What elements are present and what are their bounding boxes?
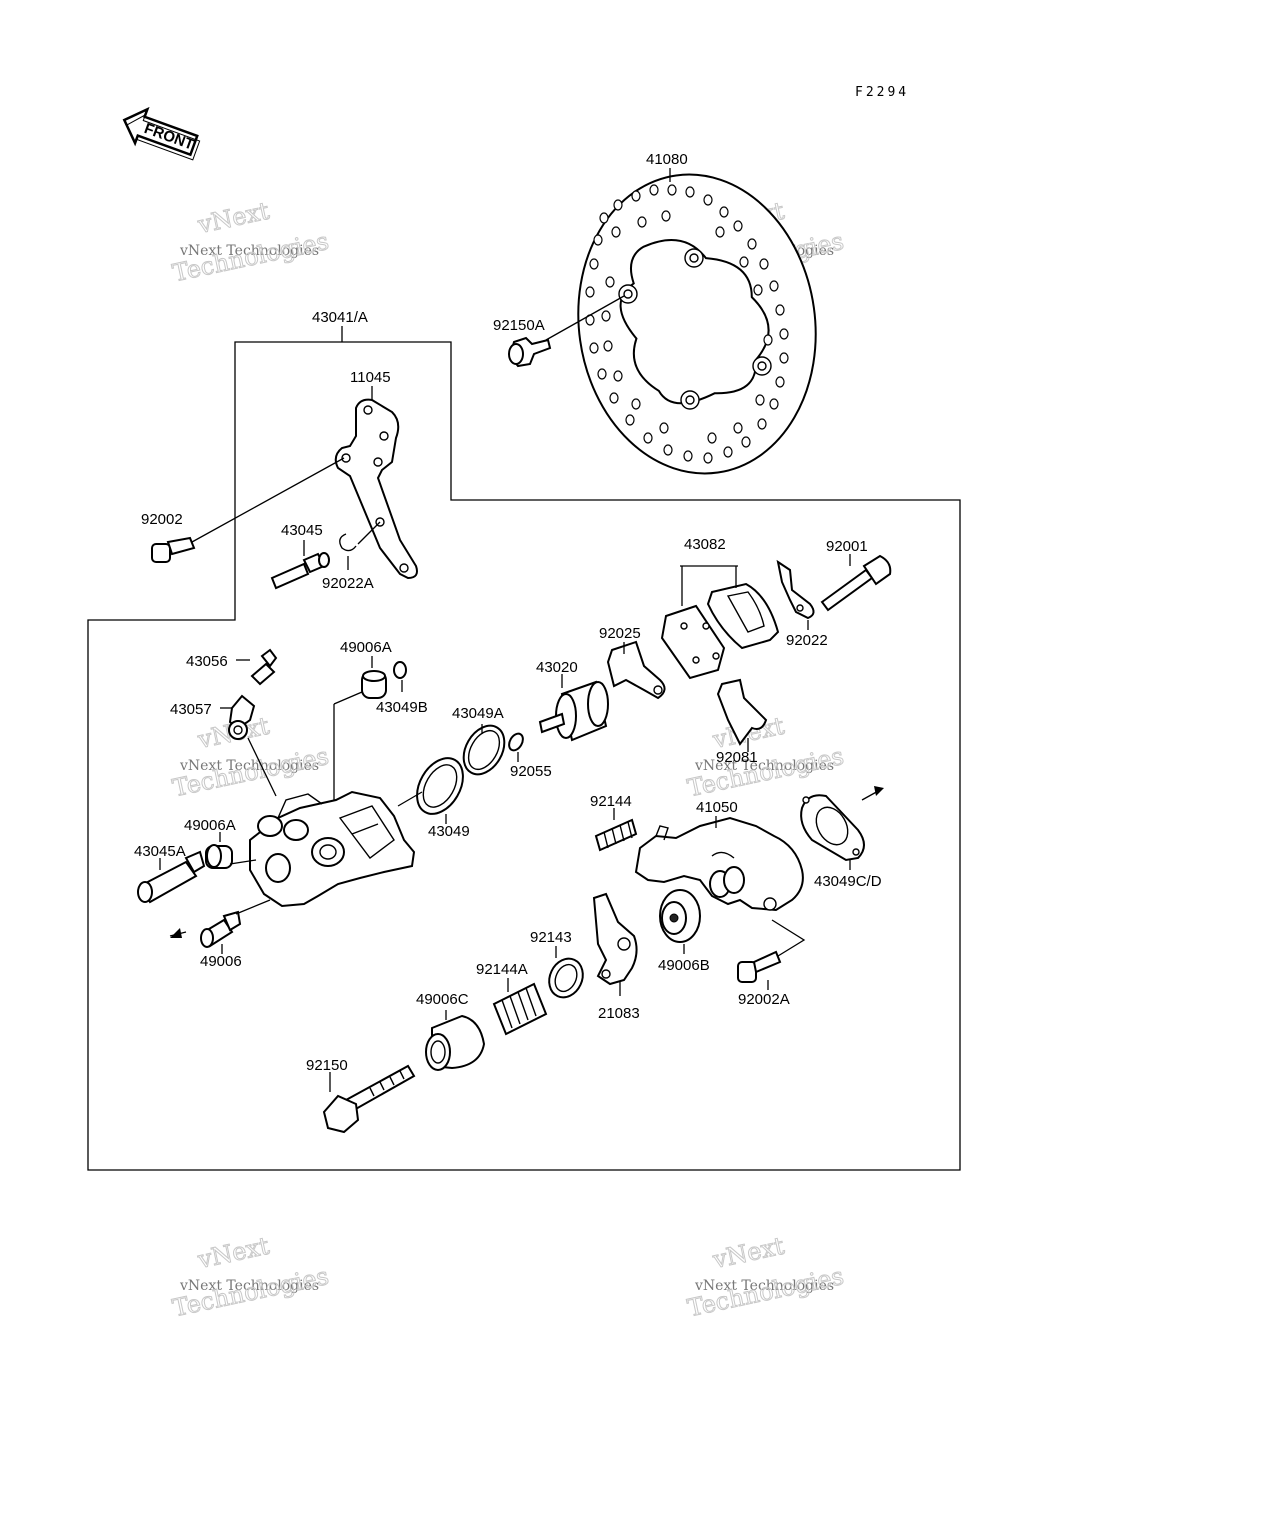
brake-pad-outer xyxy=(706,582,780,650)
svg-text:vNext Technologies: vNext Technologies xyxy=(179,1278,319,1294)
brake-disc xyxy=(577,173,817,475)
svg-text:vNext Technologies: vNext Technologies xyxy=(179,758,319,774)
part-label-92150: 92150 xyxy=(306,1057,348,1074)
svg-text:Technologies: Technologies xyxy=(685,1262,846,1322)
brake-lever xyxy=(592,892,638,986)
part-label-41080: 41080 xyxy=(646,151,688,168)
part-label-92055: 92055 xyxy=(510,763,552,780)
bracket-bolt xyxy=(151,536,196,563)
svg-text:vNext: vNext xyxy=(195,1232,273,1275)
pad-shim xyxy=(606,640,666,700)
part-label-43049: 43049 xyxy=(428,823,470,840)
svg-text:Technologies: Technologies xyxy=(685,742,846,802)
bleeder-fitting xyxy=(200,910,242,948)
pad-spring-plate xyxy=(716,678,768,746)
slide-pin-lower xyxy=(137,850,206,904)
small-ring xyxy=(508,732,524,752)
part-label-11045: 11045 xyxy=(350,369,391,386)
part-label-49006A-top: 49006A xyxy=(340,639,392,656)
part-label-92143: 92143 xyxy=(530,929,572,946)
pad-spring xyxy=(776,559,815,620)
part-label-43020: 43020 xyxy=(536,659,578,676)
part-label-92144: 92144 xyxy=(590,793,632,810)
front-arrow-icon: FRONT xyxy=(122,106,201,161)
dust-boot-upper xyxy=(361,670,387,699)
part-label-43057: 43057 xyxy=(170,701,212,718)
bushing xyxy=(659,889,701,943)
svg-text:Technologies: Technologies xyxy=(170,1262,331,1322)
retaining-clip xyxy=(339,533,357,552)
gasket xyxy=(800,794,865,862)
part-label-49006C: 49006C xyxy=(416,991,469,1008)
part-label-92150A: 92150A xyxy=(493,317,545,334)
part-label-92001: 92001 xyxy=(826,538,868,555)
part-label-43056: 43056 xyxy=(186,653,228,670)
watermark: vNext vNext Technologies Technologies xyxy=(170,196,332,288)
part-label-92022: 92022 xyxy=(786,632,828,649)
large-spring xyxy=(492,982,548,1036)
part-label-43045A: 43045A xyxy=(134,843,186,860)
piston-seal xyxy=(462,724,506,776)
part-label-49006B: 49006B xyxy=(658,957,710,974)
disc-bolt xyxy=(508,336,552,368)
svg-text:Technologies: Technologies xyxy=(170,227,331,287)
part-label-43045: 43045 xyxy=(281,522,323,539)
spring-seat xyxy=(548,957,584,999)
pad-pin-bolt xyxy=(820,554,892,612)
part-label-43049CD: 43049C/D xyxy=(814,873,882,890)
svg-text:vNext: vNext xyxy=(195,197,273,240)
part-label-49006: 49006 xyxy=(200,953,242,970)
svg-text:vNext Technologies: vNext Technologies xyxy=(694,1278,834,1294)
watermark: vNext vNext Technologies Technologies xyxy=(170,1231,332,1323)
dust-boot-lower xyxy=(205,844,233,869)
brake-pad-inner xyxy=(660,604,726,680)
part-label-92022A: 92022A xyxy=(322,575,374,592)
part-label-92002A: 92002A xyxy=(738,991,790,1008)
small-o-ring xyxy=(393,661,407,679)
caliper-piston xyxy=(538,680,609,742)
watermark: vNext vNext Technologies Technologies xyxy=(685,1231,847,1323)
slide-pin xyxy=(270,552,330,590)
part-label-43049A: 43049A xyxy=(452,705,504,722)
part-label-41050: 41050 xyxy=(696,799,738,816)
assembly-frame xyxy=(87,341,961,1171)
parking-brake-body xyxy=(634,816,804,912)
housing-bolt xyxy=(737,950,782,983)
adjuster-bolt xyxy=(322,1064,416,1134)
small-spring xyxy=(594,818,638,852)
part-label-21083: 21083 xyxy=(598,1005,640,1022)
part-label-92144A: 92144A xyxy=(476,961,528,978)
part-label-43082: 43082 xyxy=(684,536,726,553)
dust-seal xyxy=(416,757,464,815)
part-label-43041A: 43041/A xyxy=(312,309,368,326)
part-label-92002: 92002 xyxy=(141,511,183,528)
part-label-92081: 92081 xyxy=(716,749,758,766)
bleeder-valve xyxy=(250,648,278,686)
bleeder-cap xyxy=(228,694,256,740)
svg-text:vNext: vNext xyxy=(710,1232,788,1275)
figure-reference: F2294 xyxy=(855,85,909,100)
svg-text:Technologies: Technologies xyxy=(170,742,331,802)
svg-text:vNext Technologies: vNext Technologies xyxy=(694,758,834,774)
part-label-43049B: 43049B xyxy=(376,699,428,716)
adjuster-boot xyxy=(425,1014,486,1071)
caliper-body xyxy=(249,790,416,908)
part-label-92025: 92025 xyxy=(599,625,641,642)
svg-text:vNext Technologies: vNext Technologies xyxy=(179,243,319,259)
part-label-49006A-mid: 49006A xyxy=(184,817,236,834)
